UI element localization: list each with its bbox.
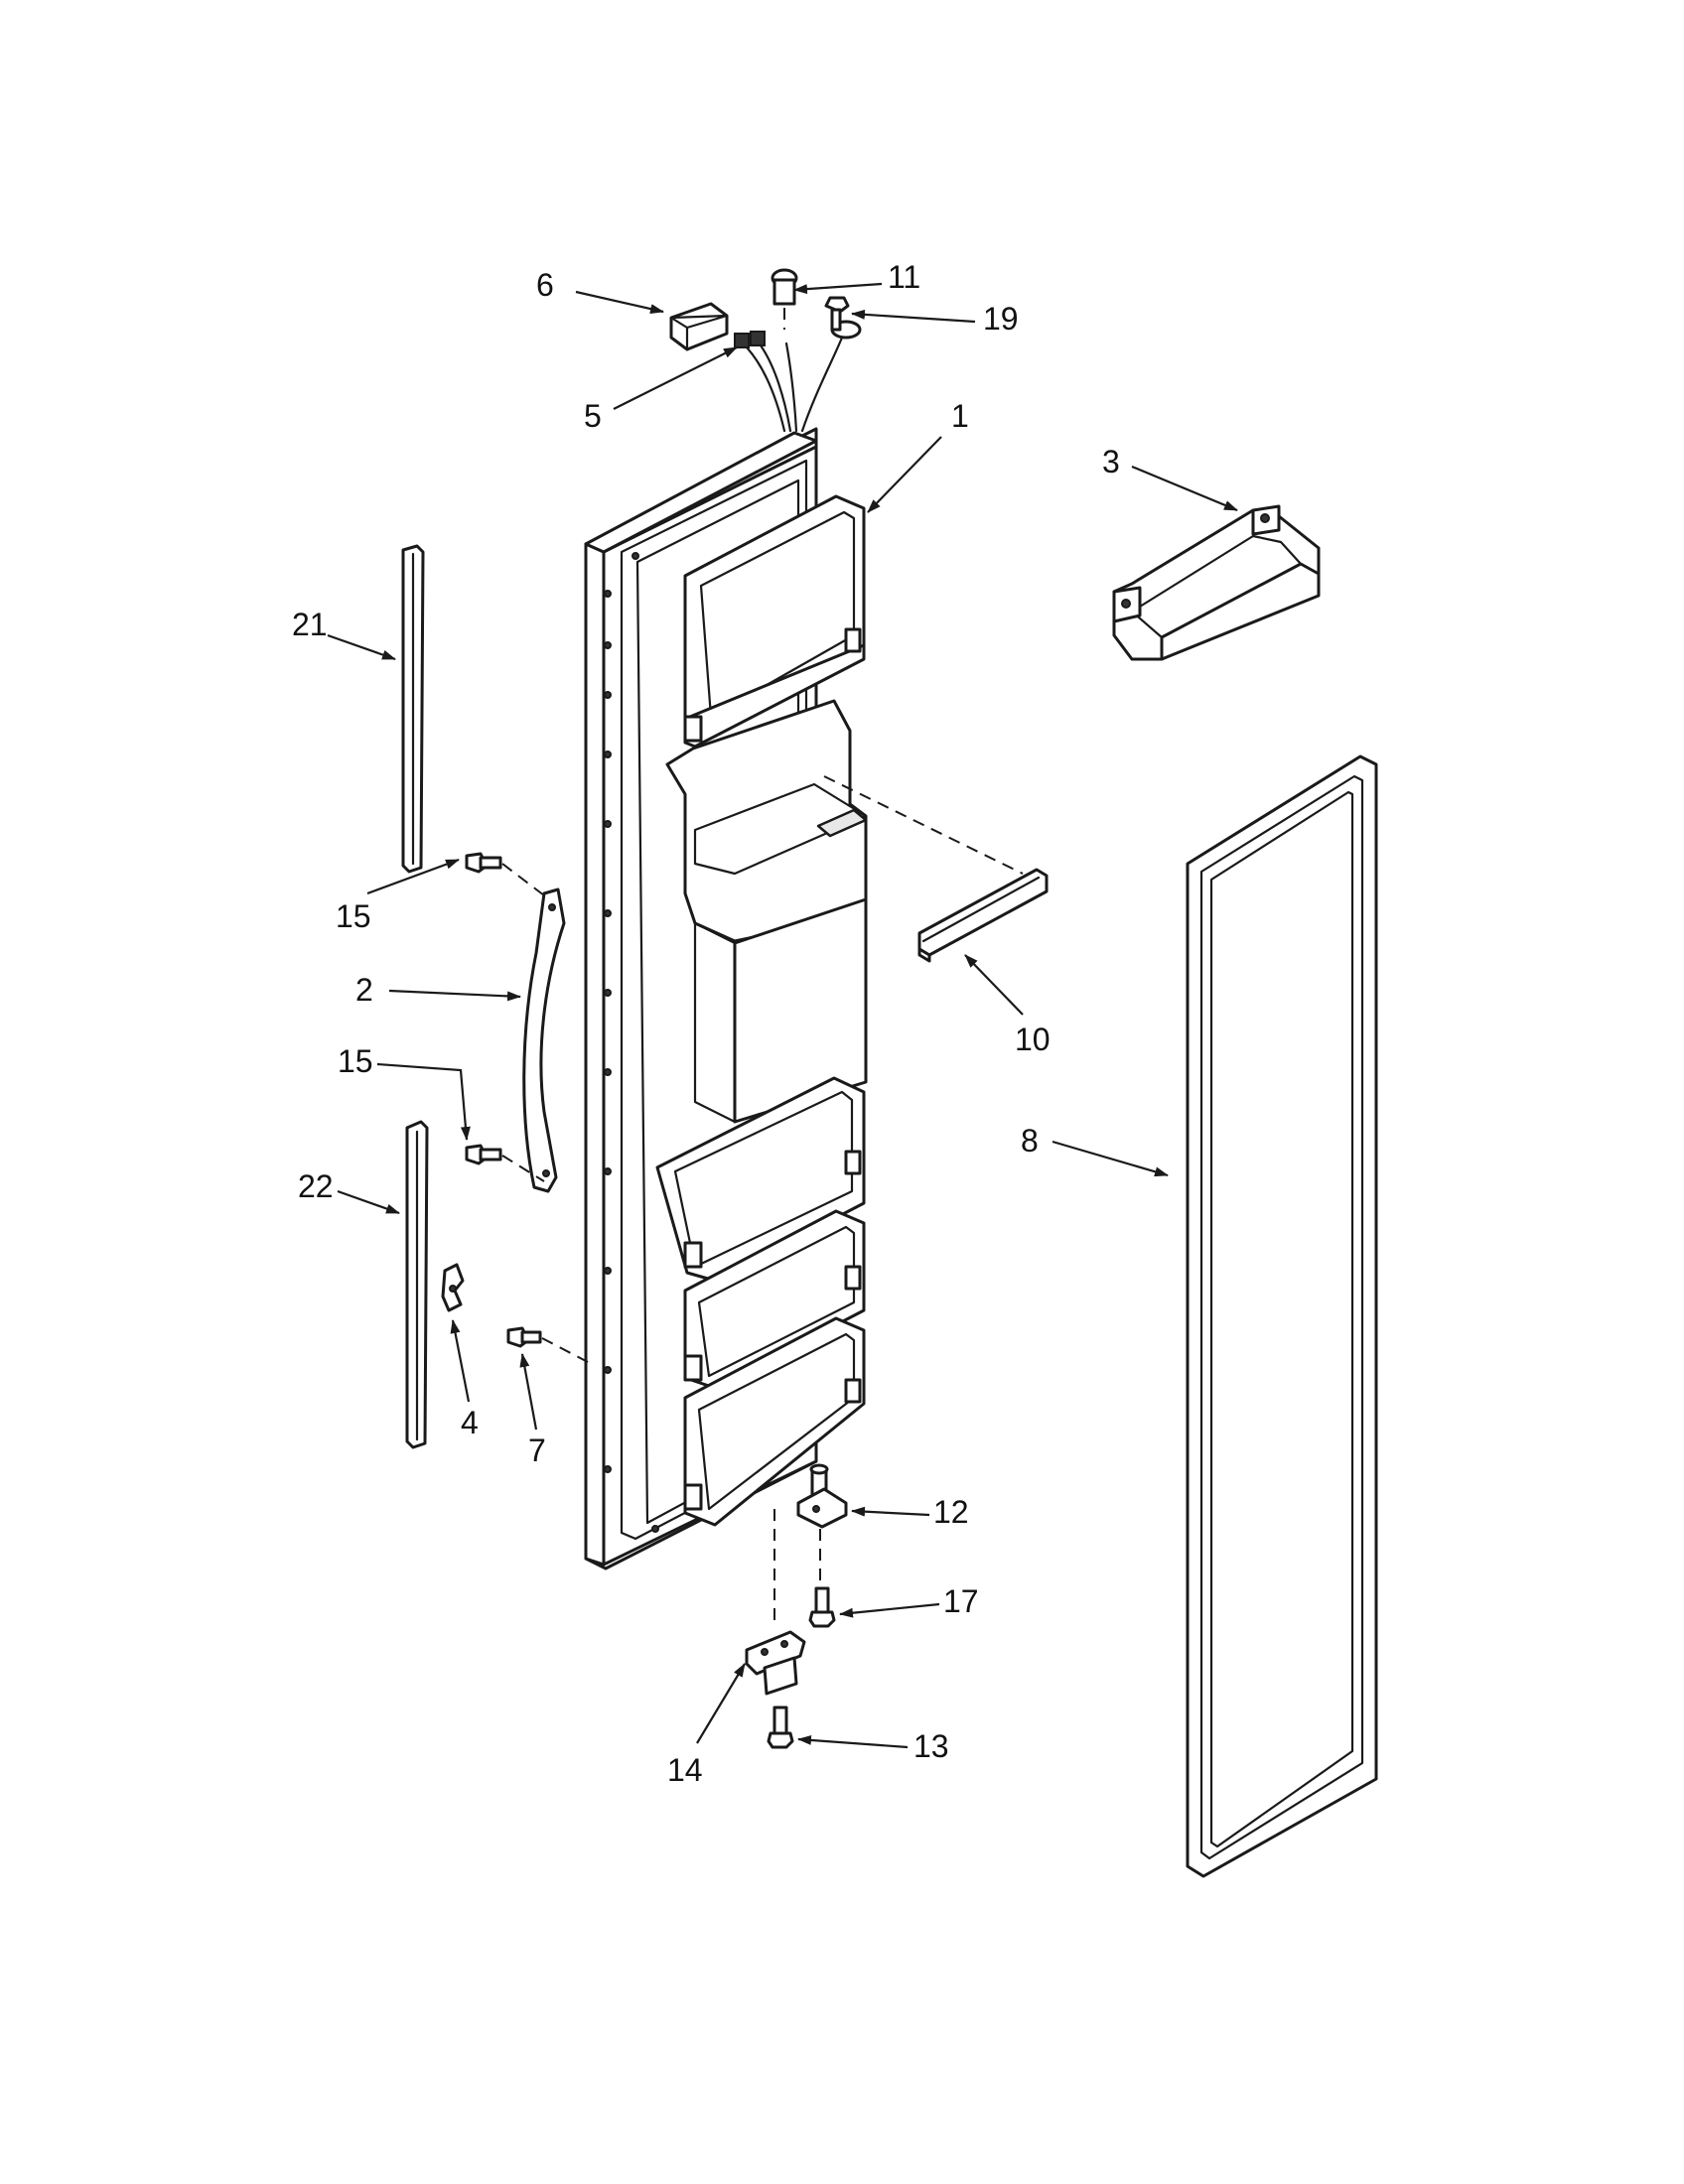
door-gasket [1186,754,1378,1878]
channel-strip [823,775,1049,963]
leader-lines [327,282,1238,1749]
callout-8: 8 [1021,1123,1039,1159]
wire-connector [669,302,729,351]
callout-22: 22 [298,1168,334,1204]
shelf-bin [1112,504,1321,661]
callout-6: 6 [536,267,554,303]
callout-17: 17 [943,1583,979,1619]
mounting-holes [604,552,659,1533]
door-assembly [584,427,868,1570]
callout-3: 3 [1102,444,1120,479]
hinge-pin [796,1463,848,1588]
callout-10: 10 [1015,1022,1051,1057]
callout-5: 5 [584,398,602,434]
callout-labels: 6 11 19 5 1 3 21 15 2 10 15 8 22 4 7 12 … [292,259,1120,1788]
handle-screw-upper [465,852,545,896]
callout-15-lower: 15 [338,1043,373,1079]
light-switch [771,268,798,330]
hinge-bottom-screw [767,1706,794,1749]
trim-strip-upper [401,544,425,874]
callout-21: 21 [292,607,328,642]
callout-15-upper: 15 [336,898,371,934]
clip [441,1263,465,1312]
hinge-screw [808,1586,836,1628]
callout-1: 1 [951,398,969,434]
door-handle [522,887,566,1193]
callout-19: 19 [983,301,1019,337]
callout-7: 7 [528,1433,546,1468]
wire-harness [734,320,862,433]
callout-2: 2 [355,972,373,1008]
trim-strip-lower [405,1120,429,1449]
screw-top [824,296,850,332]
hinge [745,1509,806,1696]
callout-4: 4 [461,1405,479,1440]
handle-screw-lower [465,1144,545,1182]
callout-13: 13 [913,1728,949,1764]
screw-side [506,1326,589,1363]
callout-11: 11 [888,259,920,295]
callout-14: 14 [667,1752,703,1788]
callout-12: 12 [933,1494,969,1530]
